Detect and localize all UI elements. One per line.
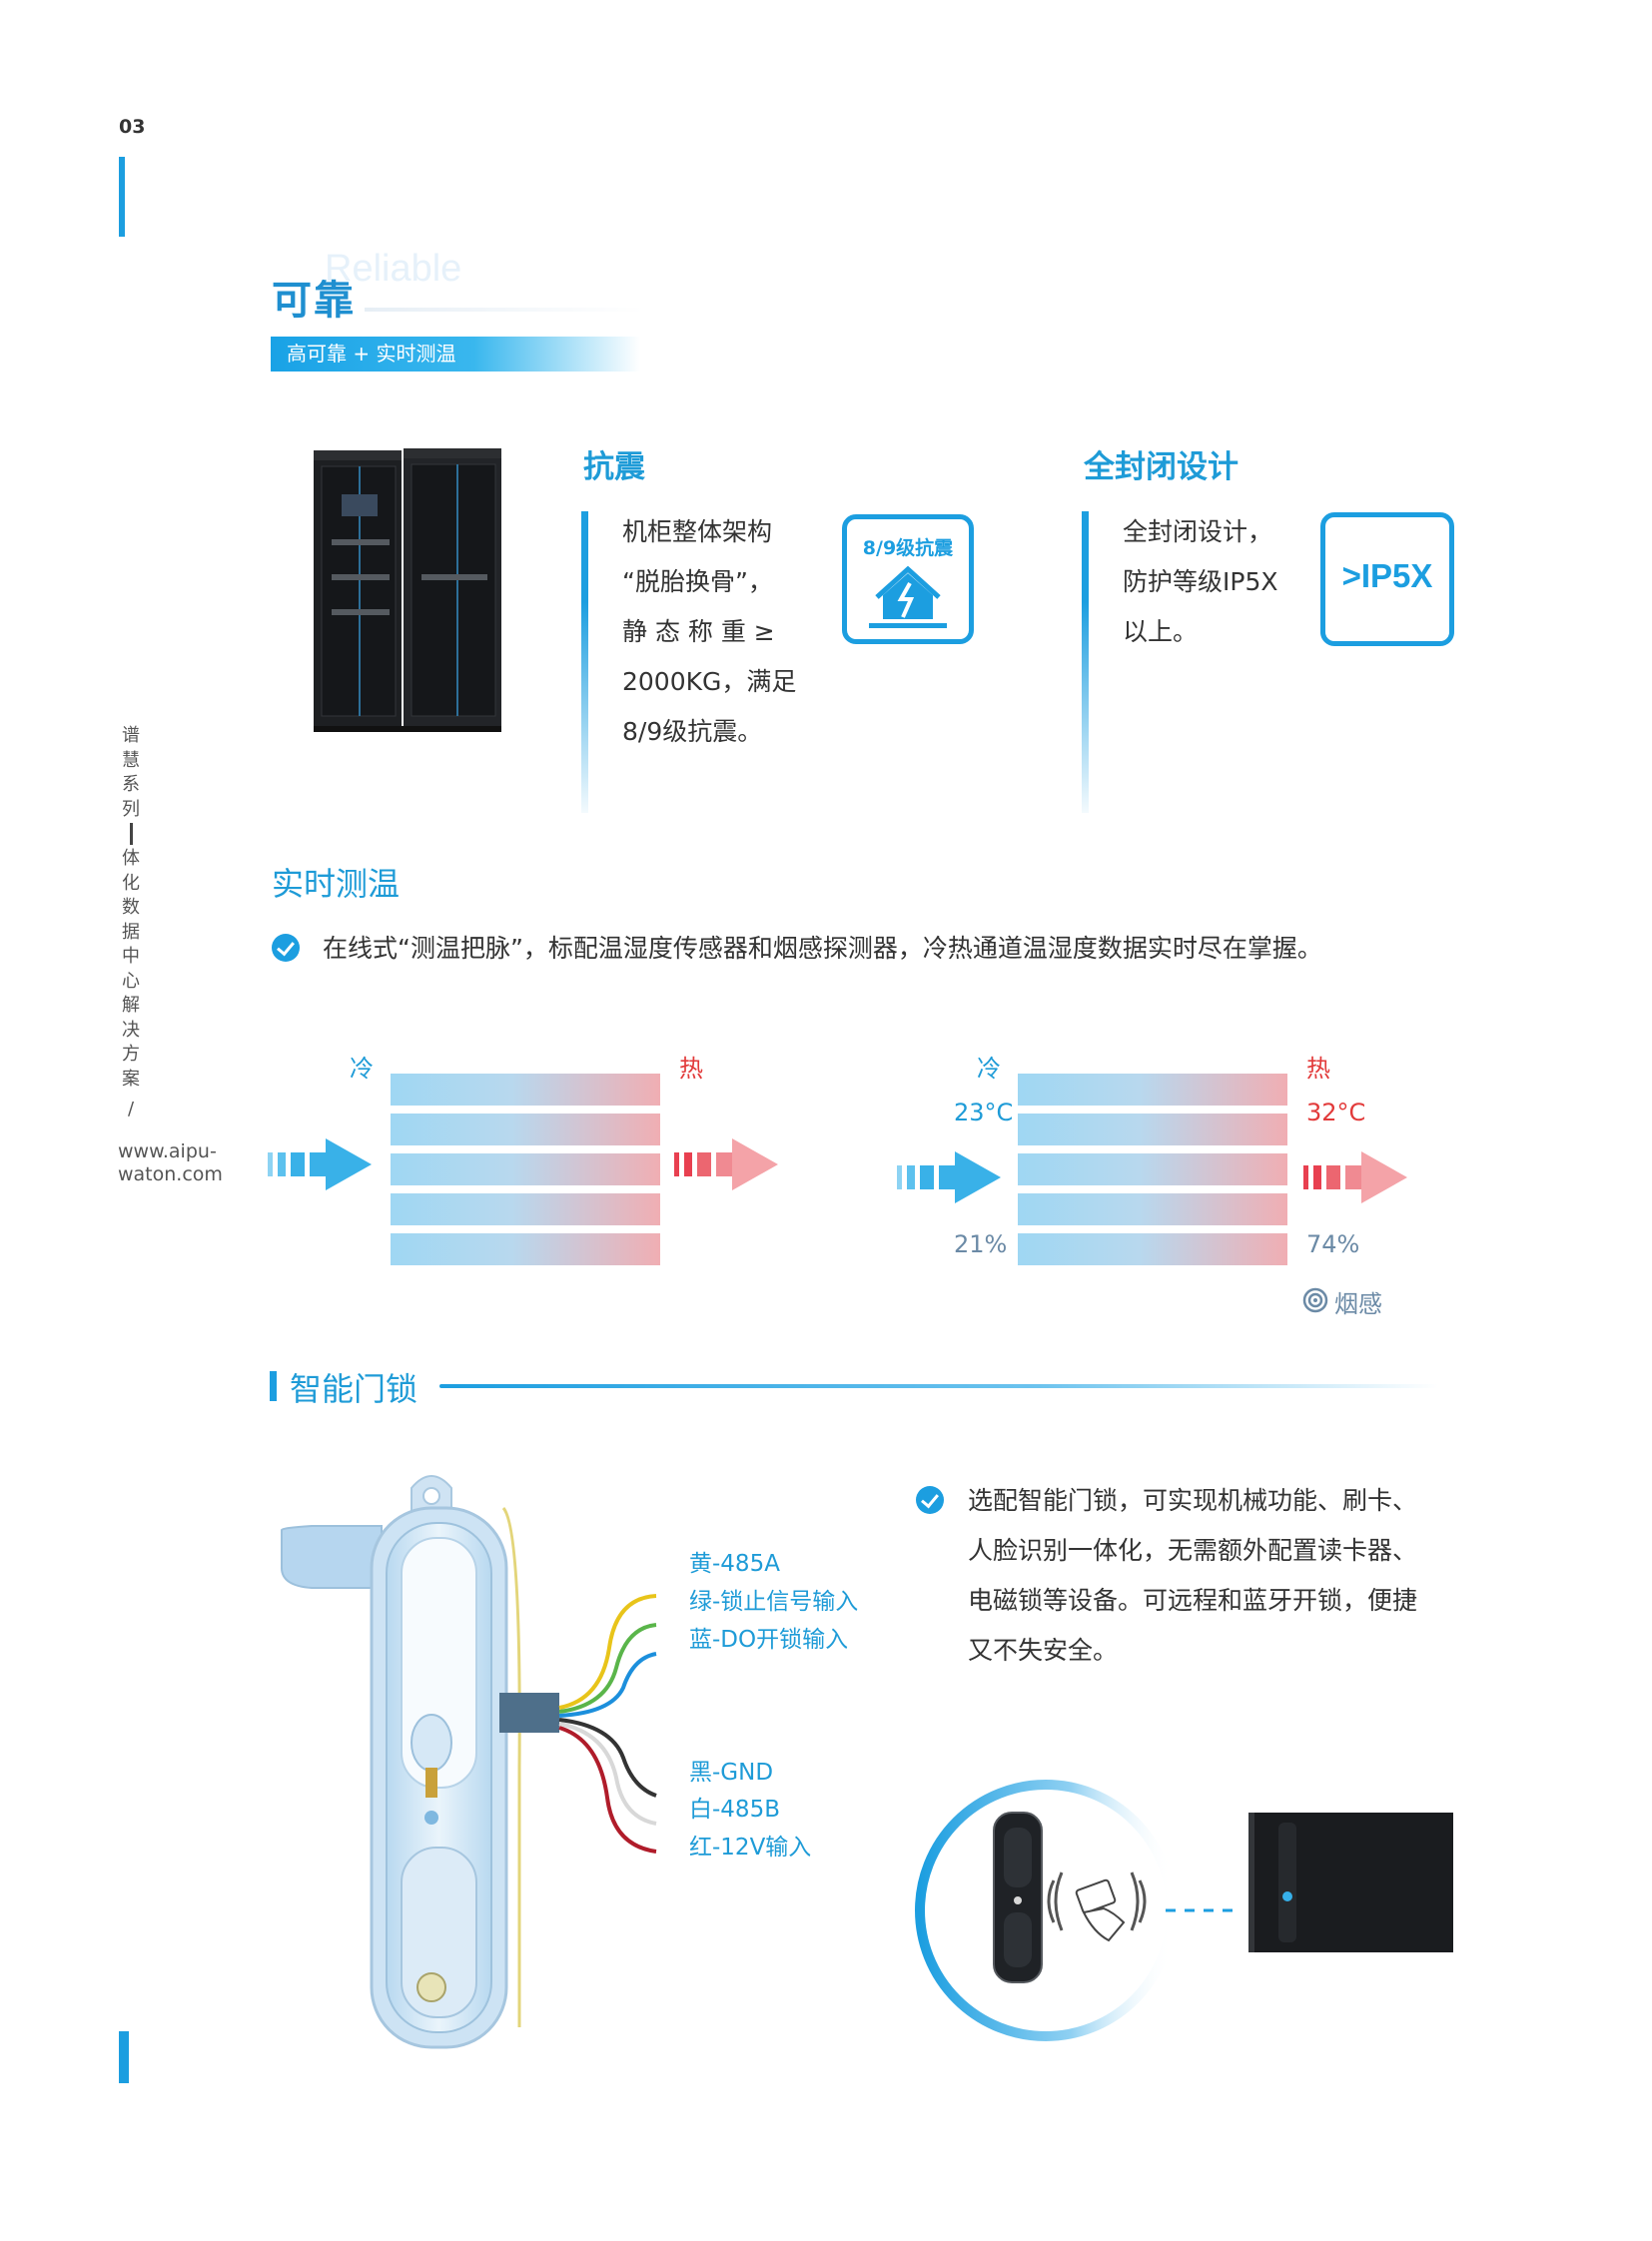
shock-line: “脱胎换骨”， [622,567,773,596]
lock-desc-line: 又不失安全。 [968,1636,1119,1665]
hot-temperature: 32°C [1306,1099,1366,1126]
sealed-line: 全封闭设计， [1123,517,1273,546]
door-lock-image [281,1475,657,2049]
lock-description: 选配智能门锁，可实现机械功能、刷卡、 人脸识别一体化，无需额外配置读卡器、 电磁… [968,1476,1487,1676]
temp-title: 实时测温 [272,865,401,903]
sidebar-dash [129,823,133,845]
wire-label-black: 黑-GND [689,1760,774,1786]
cold-humidity: 21% [954,1230,1008,1258]
page-number: 03 [119,116,146,138]
ip5x-label: >IP5X [1341,557,1433,594]
shock-badge-label: 8/9级抗震 [862,537,954,559]
airflow-bar [1018,1114,1287,1145]
wire-label-red: 红-12V输入 [689,1835,812,1861]
wire-label-green: 绿-锁止信号输入 [689,1589,859,1615]
cold-arrow-icon [268,1138,372,1190]
sealed-accent-bar [1082,511,1089,813]
cabinet-image [314,448,501,732]
top-accent-bar [119,157,125,237]
shock-line: 2000KG，满足 [622,667,797,696]
wire-label-white: 白-485B [689,1797,780,1823]
sidebar-vertical-text: 谱慧系列 体化数据中心解决方案 / [118,724,144,1127]
hot-arrow-icon [1303,1151,1407,1203]
card-unlock-image [915,1780,1453,2041]
lock-desc-line: 选配智能门锁，可实现机械功能、刷卡、 [968,1486,1418,1515]
page-title: 可靠 [272,278,356,324]
sealed-text: 全封闭设计， 防护等级IP5X 以上。 [1123,507,1322,657]
shock-accent-bar [581,511,588,813]
sealed-line: 以上。 [1123,617,1199,646]
header-underline [365,308,644,312]
cold-temperature: 23°C [954,1099,1014,1126]
sealed-line: 防护等级IP5X [1123,567,1278,596]
cold-label: 冷 [350,1055,374,1083]
ip5x-badge: >IP5X [1320,512,1454,646]
sidebar-slash: / [127,1099,135,1120]
airflow-bars-right [1018,1074,1287,1265]
shock-badge: 8/9级抗震 [842,514,974,644]
airflow-bar [391,1074,660,1106]
lock-title-line [439,1384,1438,1388]
cold-arrow-icon [897,1151,1001,1203]
sidebar-product: 体化数据中心解决方案 [122,848,140,1090]
header-english: Reliable [325,248,462,290]
airflow-bar [1018,1074,1287,1106]
shock-text: 机柜整体架构 “脱胎换骨”， 静 态 称 重 ≥ 2000KG，满足 8/9级抗… [622,507,822,757]
airflow-bar [391,1193,660,1225]
lock-title-bar [270,1371,277,1401]
shock-line: 8/9级抗震。 [622,717,763,746]
airflow-bar [1018,1233,1287,1265]
lock-desc-line: 电磁锁等设备。可远程和蓝牙开锁，便捷 [968,1586,1418,1615]
smoke-sensor-icon [1302,1287,1328,1313]
wire-label-blue: 蓝-DO开锁输入 [689,1627,849,1653]
airflow-bar [1018,1153,1287,1185]
hot-arrow-icon [674,1138,778,1190]
check-icon [916,1486,944,1514]
shock-title: 抗震 [583,449,645,485]
lock-desc-line: 人脸识别一体化，无需额外配置读卡器、 [968,1536,1418,1565]
hot-label: 热 [679,1055,703,1083]
temp-description: 在线式“测温把脉”，标配温湿度传感器和烟感探测器，冷热通道温湿度数据实时尽在掌握… [323,934,1322,963]
sidebar-url: www.aipu-waton.com [118,1140,223,1185]
sealed-title: 全封闭设计 [1084,449,1239,485]
wire-label-yellow: 黄-485A [689,1551,780,1577]
airflow-bar [391,1153,660,1185]
airflow-bar [391,1233,660,1265]
shock-line: 静 态 称 重 ≥ [622,617,775,646]
earthquake-house-icon [869,565,947,628]
sidebar-series: 谱慧系列 [122,725,140,820]
cold-label: 冷 [977,1055,1001,1083]
lock-title: 智能门锁 [290,1370,418,1408]
shock-line: 机柜整体架构 [622,517,773,546]
check-icon [272,934,300,962]
airflow-bar [1018,1193,1287,1225]
airflow-bar [391,1114,660,1145]
header-tagline: 高可靠 + 实时测温 [271,337,640,372]
bottom-accent-bar [119,2031,129,2083]
airflow-bars-left [391,1074,660,1265]
hot-label: 热 [1306,1055,1330,1083]
smoke-label: 烟感 [1334,1290,1382,1318]
hot-humidity: 74% [1306,1230,1360,1258]
